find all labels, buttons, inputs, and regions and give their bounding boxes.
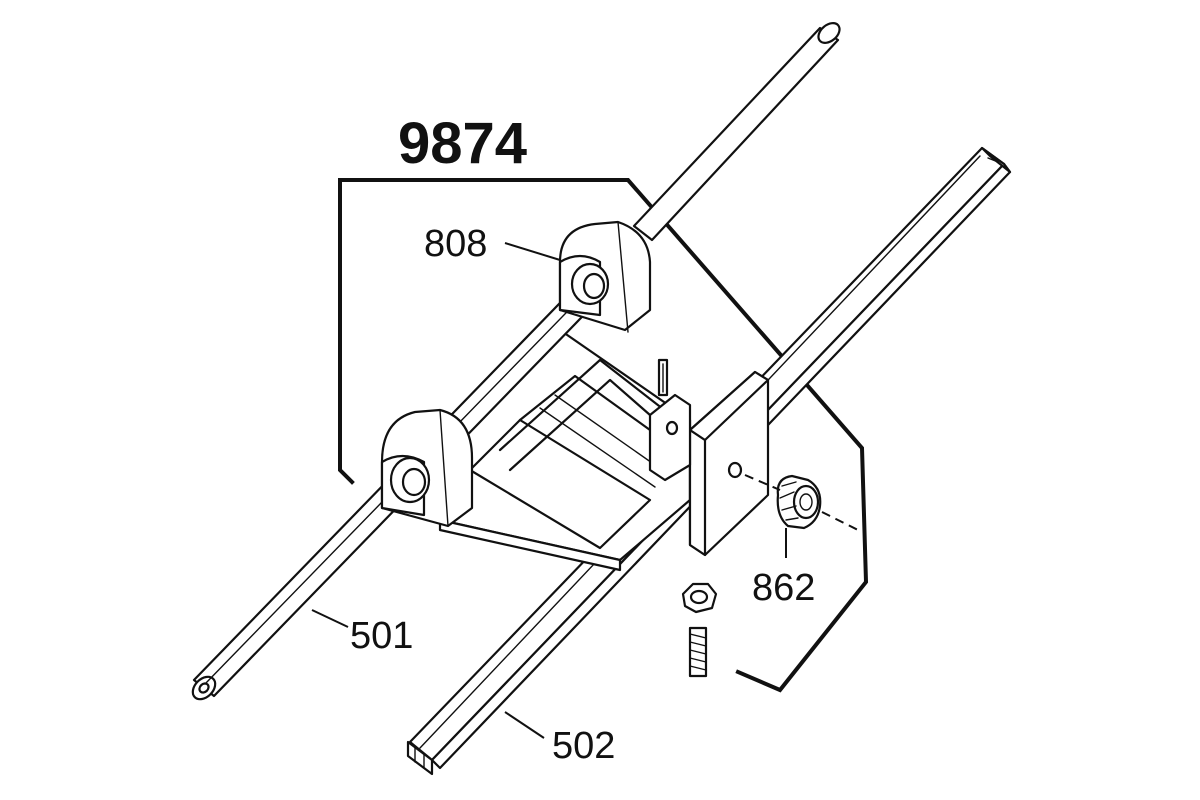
knob-centerline bbox=[744, 474, 781, 491]
bearing-block-rear bbox=[558, 220, 652, 333]
part-label-808: 808 bbox=[424, 223, 487, 265]
clevis-post bbox=[648, 358, 692, 482]
leader-808 bbox=[504, 242, 561, 261]
assembly-number: 9874 bbox=[398, 111, 527, 176]
leader-501 bbox=[311, 609, 349, 628]
threaded-stud bbox=[688, 626, 708, 678]
knob-centerline-out bbox=[821, 511, 859, 531]
bearing-block-front bbox=[380, 408, 474, 528]
hex-nut bbox=[681, 582, 718, 614]
round-rod-upper bbox=[632, 22, 841, 242]
leader-502 bbox=[504, 711, 545, 739]
part-label-501: 501 bbox=[350, 615, 413, 657]
part-label-862: 862 bbox=[752, 567, 815, 609]
knob bbox=[776, 474, 822, 530]
part-label-502: 502 bbox=[552, 725, 615, 767]
end-plate bbox=[688, 370, 770, 557]
assembly-bracket bbox=[338, 178, 869, 693]
